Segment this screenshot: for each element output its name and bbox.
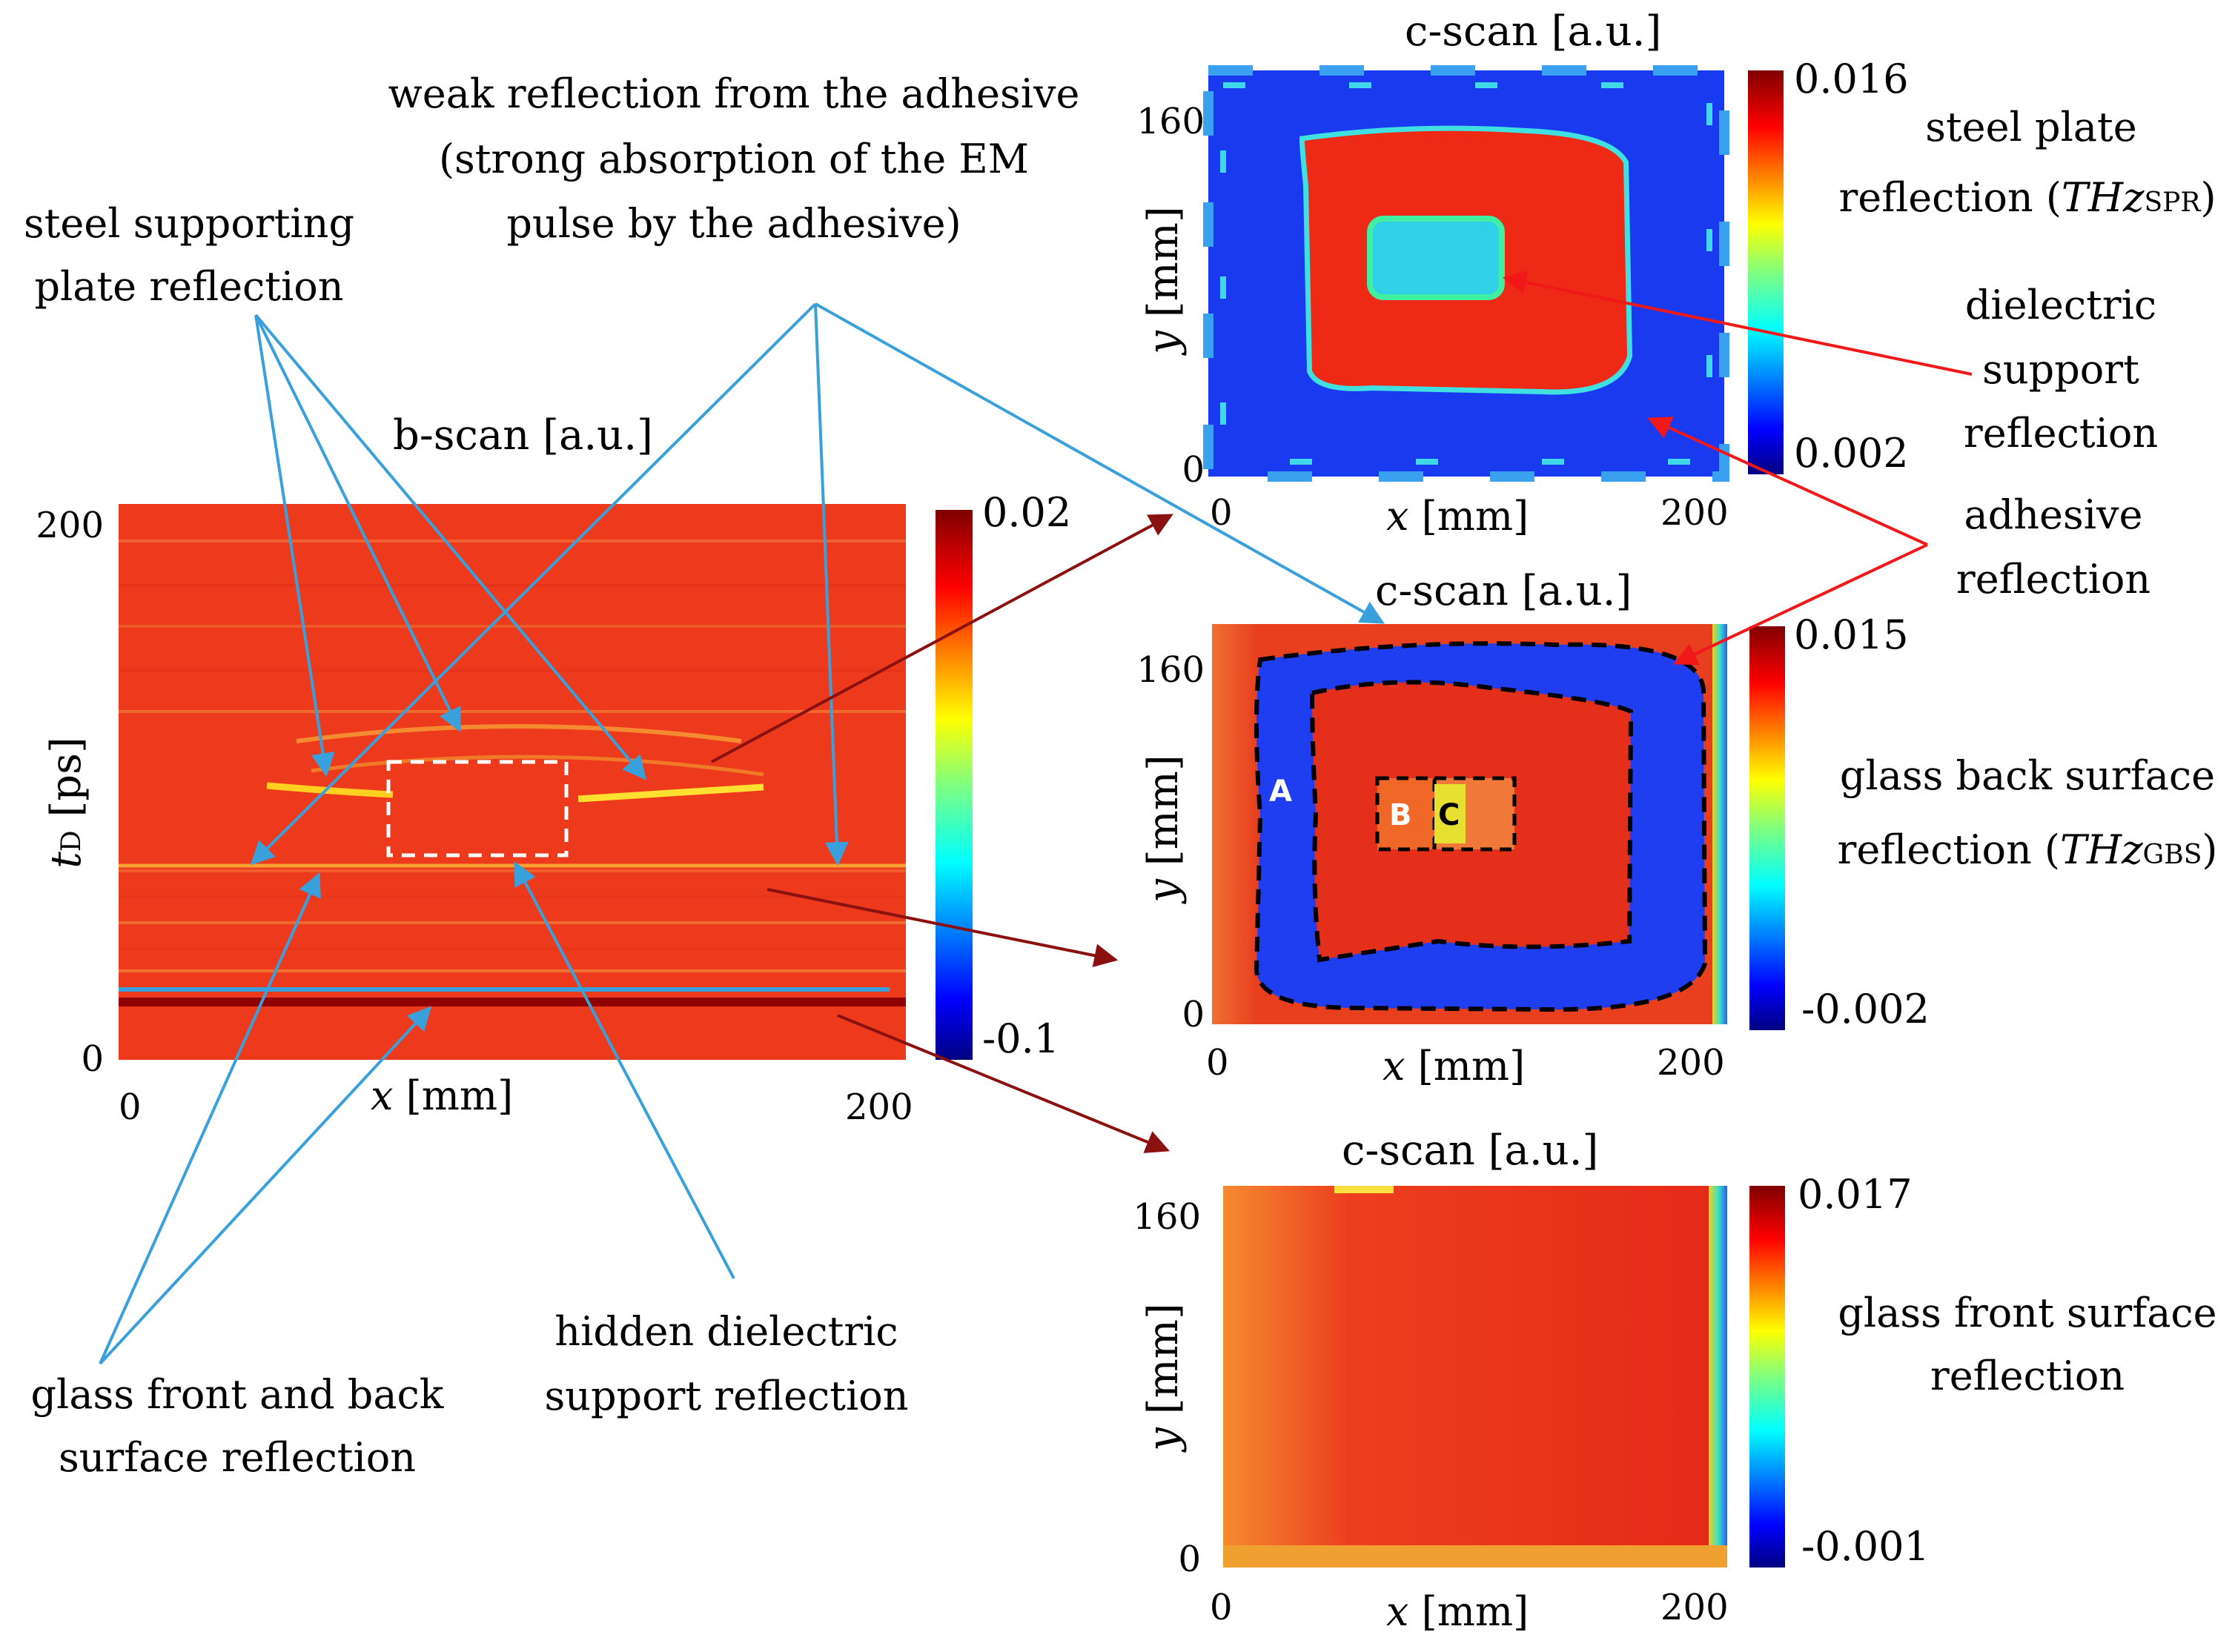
cscan2-xlabel: x [mm]: [1383, 1043, 1526, 1089]
region-a-label: A: [1269, 774, 1292, 809]
arrow-glass-to-back: [99, 872, 321, 1364]
cscan3-image: [1223, 1186, 1727, 1568]
cscan1-colorbar-min: 0.002: [1794, 430, 1909, 477]
cscan1-side-label-line1: steel plate: [1925, 104, 2137, 150]
arrow-steel-to-echo-mid: [254, 314, 461, 732]
cscan3-xlabel: x [mm]: [1386, 1588, 1529, 1635]
bscan-colorbar-min: -0.1: [982, 1015, 1060, 1062]
bscan-ylabel: tD [ps]: [42, 737, 90, 869]
region-b-label: B: [1389, 798, 1412, 832]
label-glass-front-back-line1: glass front and back: [30, 1371, 444, 1418]
bscan-spr-echo-left: [266, 782, 394, 798]
bscan-title: b-scan [a.u.]: [393, 411, 653, 460]
label-weak-adhesive-line3: pulse by the adhesive): [506, 200, 961, 247]
cscan2-colorbar-min: -0.002: [1801, 986, 1930, 1032]
bscan-x-tick-min: 0: [119, 1087, 142, 1128]
arrow-bscan-to-cscan1: [711, 514, 1173, 763]
bscan-curved-echo: [296, 724, 742, 743]
label-steel-supporting-line2: plate reflection: [34, 263, 344, 310]
cscan3-ylabel: y [mm]: [1139, 1303, 1188, 1451]
cscan1-y-tick-min: 0: [1182, 449, 1205, 491]
arrow-dielectric-support: [1502, 271, 1973, 376]
cscan1-colorbar: [1748, 70, 1784, 474]
cscan1-y-tick-max: 160: [1136, 101, 1205, 142]
arrow-adhesive-cscan1: [1647, 417, 1928, 546]
cscan3-title: c-scan [a.u.]: [1342, 1127, 1599, 1175]
cscan1-side-label-line2: reflection (THzSPR): [1838, 174, 2216, 221]
bscan-x-tick-max: 200: [845, 1087, 913, 1128]
label-dielectric-support-line2: support: [1982, 346, 2139, 393]
cscan1-title: c-scan [a.u.]: [1405, 7, 1662, 56]
arrow-adhesive-cscan2: [1673, 543, 1928, 666]
cscan1-xlabel: x [mm]: [1386, 493, 1529, 540]
bscan-y-tick-min: 0: [81, 1038, 104, 1080]
arrow-steel-to-echo-left: [254, 314, 335, 777]
bscan-colorbar-max: 0.02: [982, 489, 1072, 536]
cscan3-x-tick-max: 200: [1660, 1587, 1729, 1628]
bscan-y-tick-max: 200: [36, 505, 104, 546]
bscan-spr-echo-right: [577, 783, 764, 803]
cscan1-x-tick-max: 200: [1660, 492, 1729, 534]
cscan2-side-label-line1: glass back surface: [1839, 752, 2216, 799]
label-weak-adhesive-line1: weak reflection from the adhesive: [388, 70, 1080, 117]
cscan2-image: [1212, 624, 1727, 1024]
bscan-colorbar: [936, 510, 973, 1060]
cscan2-x-tick-min: 0: [1206, 1042, 1229, 1084]
annotation-arrows: [99, 271, 1973, 1365]
label-steel-supporting-line1: steel supporting: [23, 200, 355, 247]
cscan3-colorbar: [1749, 1186, 1785, 1568]
cscan1-x-tick-min: 0: [1210, 492, 1233, 534]
cscan2-colorbar: [1749, 626, 1785, 1030]
arrow-adhesive-to-bscan-right: [814, 303, 849, 866]
bscan-xlabel: x [mm]: [371, 1072, 514, 1119]
cscan3-y-tick-min: 0: [1178, 1539, 1201, 1580]
cscan1-colorbar-max: 0.016: [1794, 56, 1909, 102]
label-weak-adhesive-line2: (strong absorption of the EM: [438, 136, 1030, 182]
label-hidden-dielectric-line2: support reflection: [544, 1373, 909, 1419]
arrow-hidden-dielectric: [514, 861, 735, 1279]
bscan-dielectric-box: [386, 760, 569, 857]
region-c-label: C: [1438, 798, 1460, 832]
cscan3-side-label-line1: glass front surface: [1838, 1290, 2217, 1336]
label-dielectric-support-line3: reflection: [1963, 410, 2159, 457]
arrow-steel-to-echo-right: [254, 314, 647, 780]
cscan2-colorbar-max: 0.015: [1794, 611, 1909, 658]
cscan2-y-tick-max: 160: [1136, 649, 1205, 691]
cscan1-ylabel: y [mm]: [1139, 206, 1188, 354]
cscan3-colorbar-max: 0.017: [1798, 1171, 1913, 1218]
cscan3-colorbar-min: -0.001: [1801, 1523, 1930, 1570]
label-dielectric-support-line1: dielectric: [1964, 282, 2157, 328]
cscan3-y-tick-max: 160: [1133, 1196, 1201, 1238]
label-hidden-dielectric-line1: hidden dielectric: [554, 1308, 898, 1355]
cscan2-title: c-scan [a.u.]: [1375, 567, 1632, 615]
cscan2-x-tick-max: 200: [1657, 1042, 1725, 1084]
label-adhesive-reflection-line2: reflection: [1956, 556, 2151, 603]
cscan2-side-label-line2: reflection (THzGBS): [1837, 826, 2218, 873]
arrow-adhesive-to-cscan2: [815, 302, 1385, 624]
bscan-stripes: [119, 540, 906, 972]
cscan3-side-label-line2: reflection: [1930, 1353, 2125, 1399]
label-adhesive-reflection-line1: adhesive: [1964, 491, 2143, 538]
arrow-adhesive-to-bscan-left: [250, 302, 817, 866]
bscan-curved-echo: [311, 754, 764, 777]
cscan2-ylabel: y [mm]: [1139, 754, 1188, 903]
label-glass-front-back-line2: surface reflection: [58, 1434, 417, 1481]
cscan1-image: [1203, 65, 1729, 482]
bscan-image: [119, 504, 906, 1060]
cscan3-x-tick-min: 0: [1210, 1587, 1233, 1628]
arrow-bscan-to-cscan3: [837, 1014, 1170, 1153]
arrow-bscan-to-cscan2: [766, 888, 1119, 967]
arrow-glass-to-front: [99, 1006, 432, 1365]
cscan2-y-tick-min: 0: [1182, 994, 1205, 1035]
